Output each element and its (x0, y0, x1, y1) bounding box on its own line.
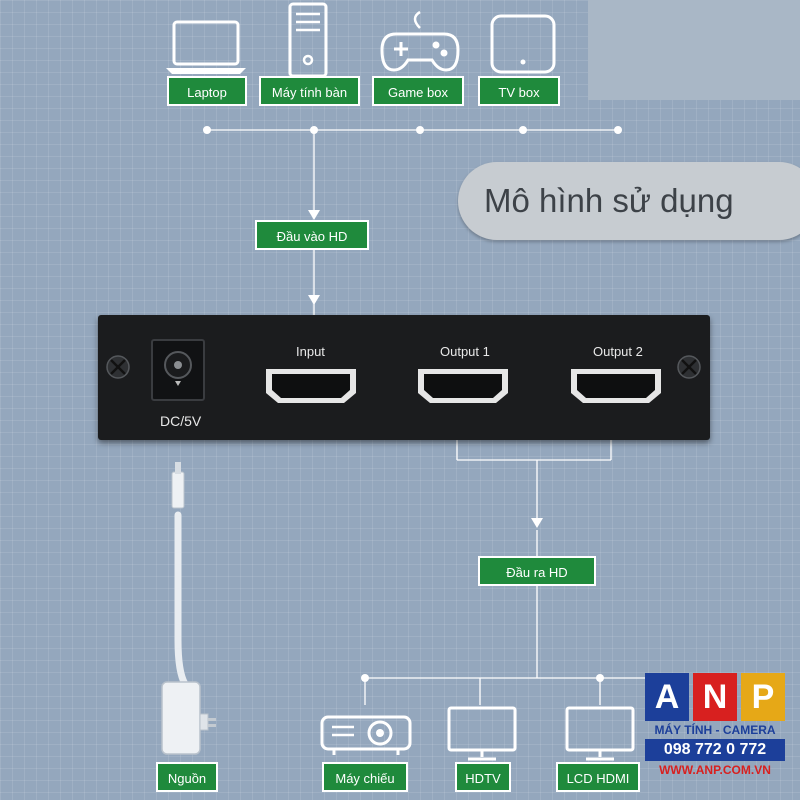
screw-right-icon (677, 355, 701, 379)
desktop-tower-icon (288, 2, 328, 78)
tag-tv-box: TV box (478, 76, 560, 106)
tag-projector: Máy chiếu (322, 762, 408, 792)
dc-port-label: DC/5V (160, 413, 202, 429)
splitter-hardware (106, 339, 701, 403)
hdmi-output2-port-icon (571, 369, 661, 403)
anp-letter-a: A (645, 673, 689, 721)
projector-icon (320, 715, 412, 755)
tag-lcd-hdmi: LCD HDMI (556, 762, 640, 792)
anp-website: WWW.ANP.COM.VN (659, 763, 771, 777)
gamepad-icon (380, 10, 460, 72)
tag-hd-output: Đầu ra HD (478, 556, 596, 586)
dc-jack-icon (151, 339, 205, 401)
screw-left-icon (106, 355, 130, 379)
anp-phone: 098 772 0 772 (645, 739, 785, 761)
title-pill: Mô hình sử dụng (458, 162, 800, 240)
corner-panel (588, 0, 800, 100)
tag-hdtv: HDTV (455, 762, 511, 792)
hdmi-splitter-device: DC/5V Input Output 1 Output 2 (98, 315, 710, 440)
tv-box-icon (490, 14, 556, 74)
anp-letter-p: P (741, 673, 785, 721)
anp-letter-n: N (693, 673, 737, 721)
hdmi-input-port-icon (266, 369, 356, 403)
power-adapter-icon (161, 681, 216, 755)
output2-port-label: Output 2 (593, 344, 643, 359)
page-title: Mô hình sử dụng (484, 182, 734, 219)
tag-hd-input: Đầu vào HD (255, 220, 369, 250)
hdmi-output1-port-icon (418, 369, 508, 403)
tag-desktop: Máy tính bàn (259, 76, 360, 106)
anp-logo: A N P MÁY TÍNH - CAMERA 098 772 0 772 WW… (645, 673, 795, 783)
input-port-label: Input (296, 344, 325, 359)
anp-subtitle: MÁY TÍNH - CAMERA (654, 723, 776, 737)
tag-power: Nguồn (156, 762, 218, 792)
output1-port-label: Output 1 (440, 344, 490, 359)
tag-game-box: Game box (372, 76, 464, 106)
lcd-monitor-icon (565, 706, 635, 761)
tag-laptop: Laptop (167, 76, 247, 106)
laptop-icon (166, 20, 246, 74)
hdtv-icon (447, 706, 517, 761)
